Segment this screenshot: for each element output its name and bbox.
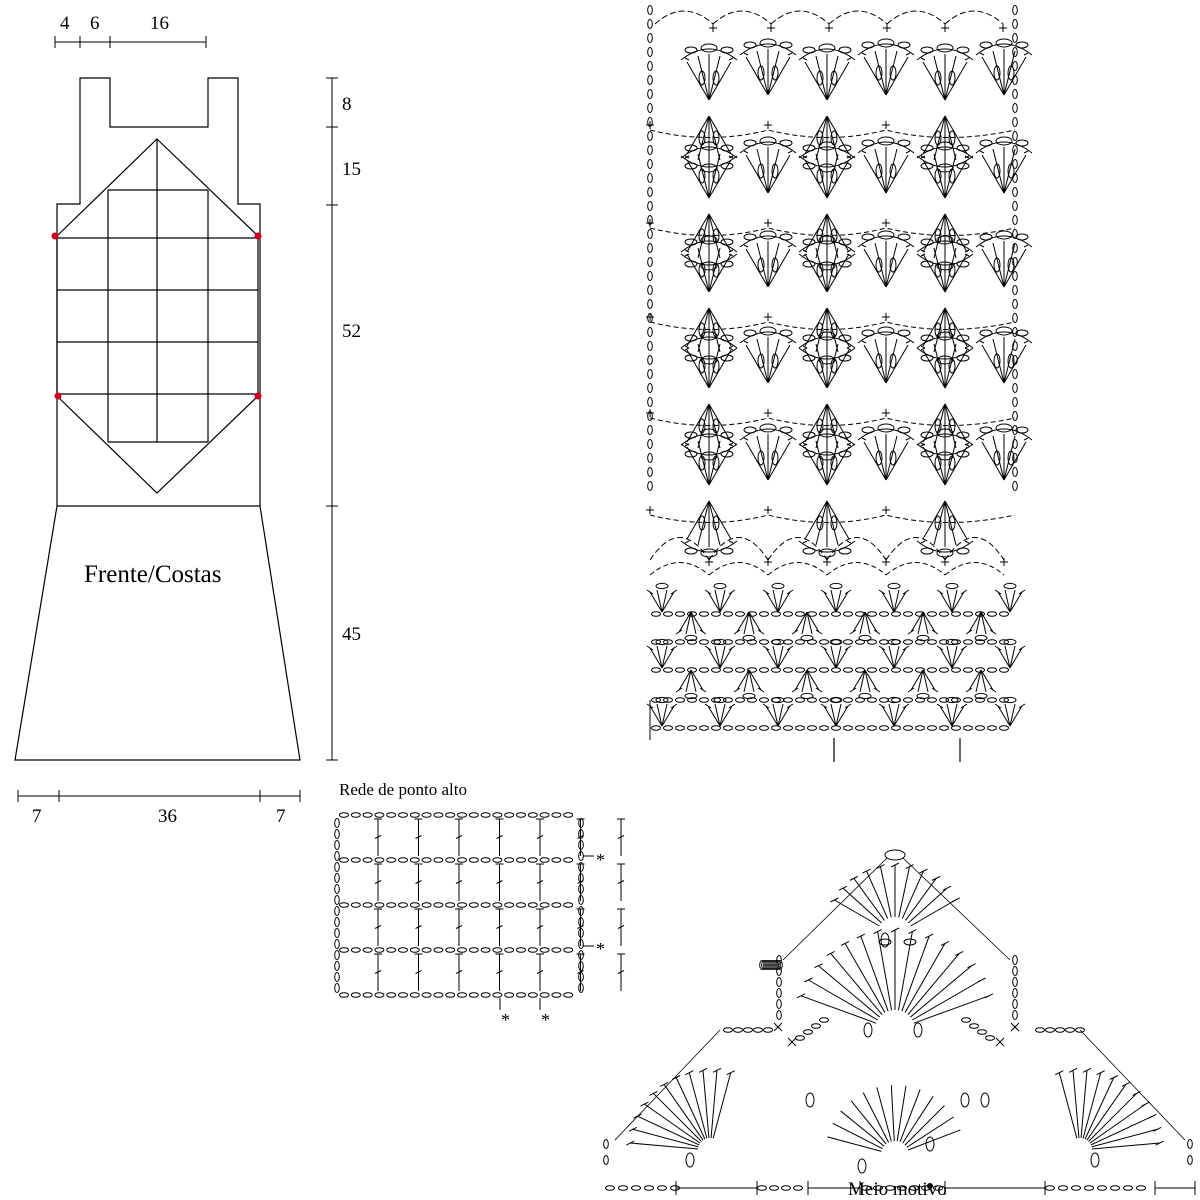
top-dim-2: 6 (90, 13, 100, 34)
mesh-marker-1: * (596, 850, 605, 870)
mesh-marker-3: * (501, 1010, 510, 1030)
bottom-dimension-line (17, 790, 301, 802)
top-dimension-line (54, 36, 207, 48)
motif-chart-title: Meio motivo (848, 1179, 947, 1200)
mesh-chart (334, 812, 625, 1010)
half-motif-chart (603, 849, 1196, 1195)
top-dim-3: 16 (150, 13, 169, 34)
mesh-chart-title: Rede de ponto alto (339, 780, 467, 799)
bottom-dim-1: 7 (32, 806, 42, 827)
right-dim-4: 45 (342, 624, 361, 645)
mesh-marker-4: * (541, 1010, 550, 1030)
right-dim-1: 8 (342, 94, 352, 115)
main-stitch-chart (645, 5, 1033, 762)
right-dimension-line (326, 77, 338, 761)
mesh-marker-2: * (596, 939, 605, 959)
garment-schematic (14, 77, 301, 761)
piece-label: Frente/Costas (84, 561, 222, 588)
bottom-dim-3: 7 (276, 806, 286, 827)
bottom-dim-2: 36 (158, 806, 177, 827)
right-dim-3: 52 (342, 321, 361, 342)
join-markers (51, 232, 262, 400)
right-dim-2: 15 (342, 159, 361, 180)
top-dim-1: 4 (60, 13, 70, 34)
